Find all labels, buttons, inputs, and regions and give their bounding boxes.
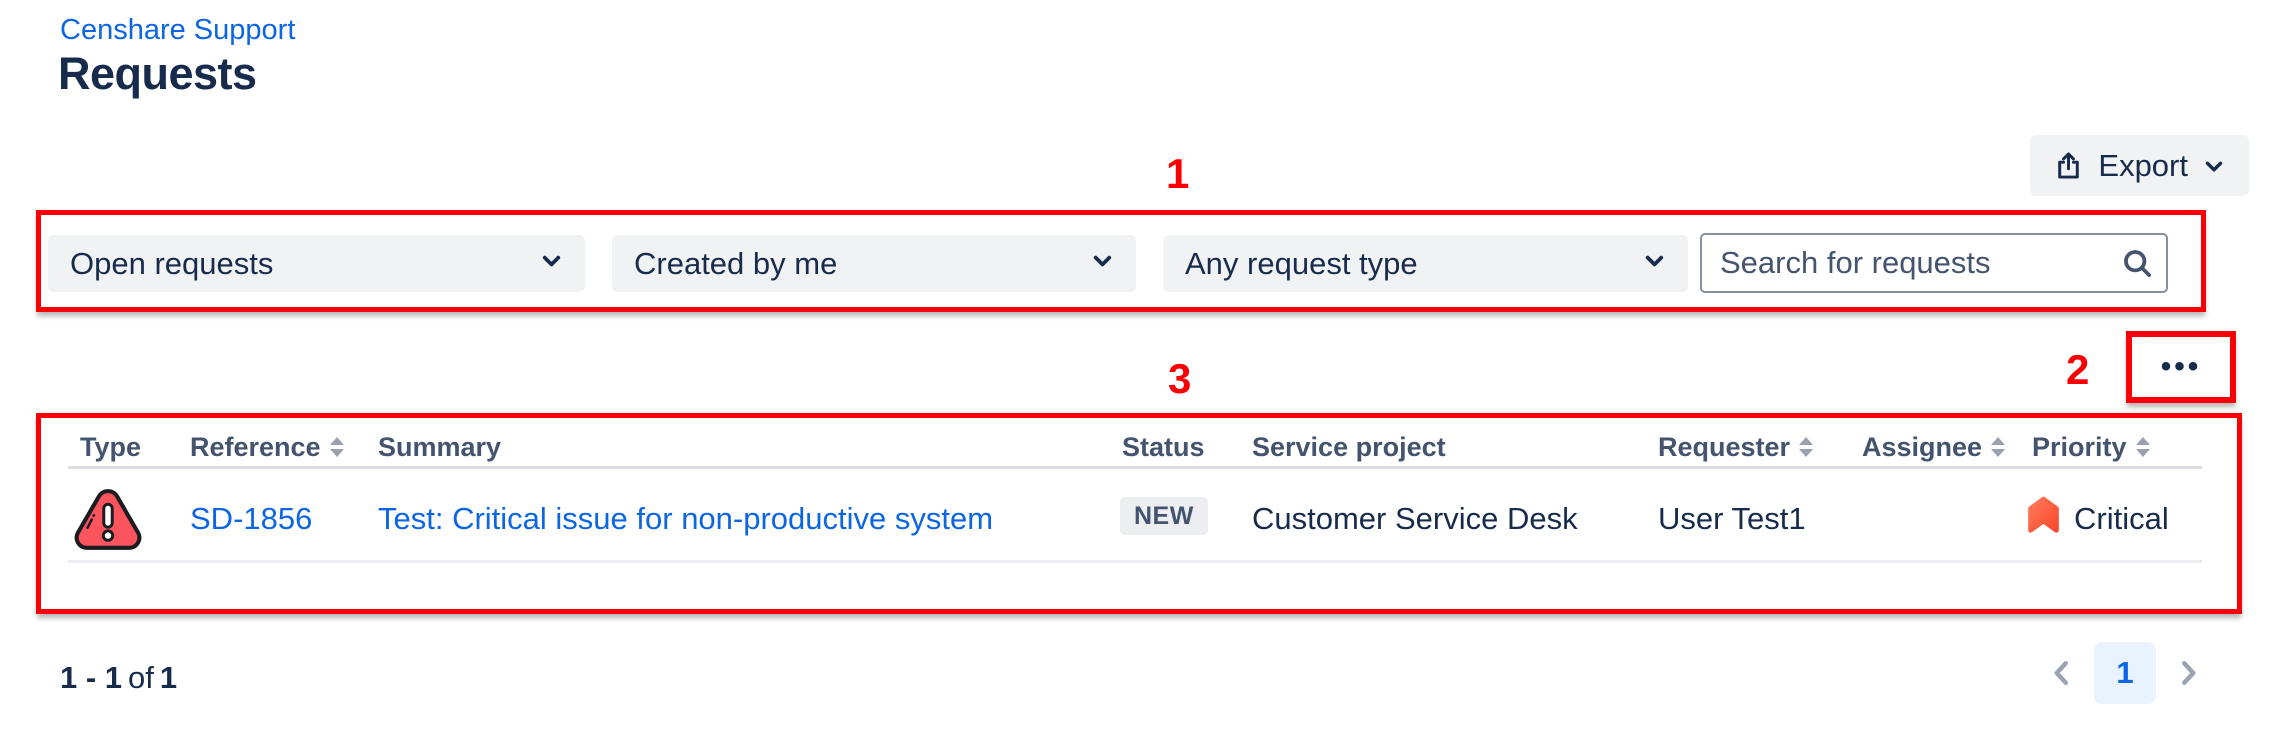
sort-icon[interactable] xyxy=(2135,437,2150,457)
created-by-filter-dropdown[interactable]: Created by me xyxy=(612,235,1136,292)
column-header-priority[interactable]: Priority xyxy=(2032,429,2150,465)
column-header-label: Summary xyxy=(378,432,502,462)
column-header-label: Priority xyxy=(2032,432,2127,462)
export-button-label: Export xyxy=(2098,147,2188,183)
service-project-cell: Customer Service Desk xyxy=(1252,501,1578,536)
open-requests-filter-value: Open requests xyxy=(70,245,274,281)
annotation-label-3: 3 xyxy=(1168,355,1192,402)
sort-icon[interactable] xyxy=(1799,437,1814,457)
export-icon xyxy=(2052,149,2085,182)
chevron-down-icon xyxy=(1641,246,1668,282)
export-button[interactable]: Export xyxy=(2030,135,2249,196)
column-header-status: Status xyxy=(1122,429,1205,465)
column-header-label: Status xyxy=(1122,432,1205,462)
table-row-divider xyxy=(68,560,2202,563)
page-title: Requests xyxy=(58,48,257,99)
status-badge: NEW xyxy=(1120,497,1208,535)
search-input[interactable] xyxy=(1700,233,2168,293)
results-of-label: of xyxy=(128,660,154,695)
request-type-filter-value: Any request type xyxy=(1185,245,1418,281)
page-1-button[interactable]: 1 xyxy=(2094,642,2156,704)
sort-icon[interactable] xyxy=(1991,437,2006,457)
created-by-filter-value: Created by me xyxy=(634,245,838,281)
request-reference-link[interactable]: SD-1856 xyxy=(190,501,313,536)
request-summary-link[interactable]: Test: Critical issue for non-productive … xyxy=(378,501,994,536)
column-header-label: Assignee xyxy=(1862,432,1983,462)
critical-priority-icon xyxy=(2027,495,2060,540)
more-options-button[interactable]: ••• xyxy=(2140,342,2222,392)
annotation-label-2: 2 xyxy=(2066,346,2090,393)
breadcrumb[interactable]: Censhare Support xyxy=(60,14,296,46)
requester-cell: User Test1 xyxy=(1658,501,1806,536)
results-total: 1 xyxy=(159,660,178,695)
column-header-summary: Summary xyxy=(378,429,501,465)
priority-label: Critical xyxy=(2074,501,2169,536)
request-type-filter-dropdown[interactable]: Any request type xyxy=(1163,235,1688,292)
critical-warning-icon[interactable] xyxy=(70,483,146,560)
column-header-reference[interactable]: Reference xyxy=(190,429,344,465)
chevron-down-icon xyxy=(538,246,565,282)
column-header-requester[interactable]: Requester xyxy=(1658,429,1814,465)
open-requests-filter-dropdown[interactable]: Open requests xyxy=(48,235,585,292)
chevron-down-icon xyxy=(2201,153,2227,179)
annotation-label-1: 1 xyxy=(1166,150,1190,197)
table-header-divider xyxy=(68,466,2202,469)
results-range: 1 - 1 xyxy=(60,660,123,695)
column-header-label: Service project xyxy=(1252,432,1446,462)
search-box xyxy=(1700,233,2168,293)
sort-icon[interactable] xyxy=(329,437,344,457)
column-header-label: Reference xyxy=(190,432,321,462)
column-header-label: Requester xyxy=(1658,432,1791,462)
chevron-down-icon xyxy=(1089,246,1116,282)
column-header-label: Type xyxy=(80,432,142,462)
ellipsis-icon: ••• xyxy=(2160,350,2202,383)
next-page-button[interactable] xyxy=(2170,655,2206,691)
column-header-service-project: Service project xyxy=(1252,429,1446,465)
previous-page-button[interactable] xyxy=(2044,655,2080,691)
column-header-assignee[interactable]: Assignee xyxy=(1862,429,2006,465)
column-header-type: Type xyxy=(80,429,141,465)
search-icon xyxy=(2120,246,2154,285)
